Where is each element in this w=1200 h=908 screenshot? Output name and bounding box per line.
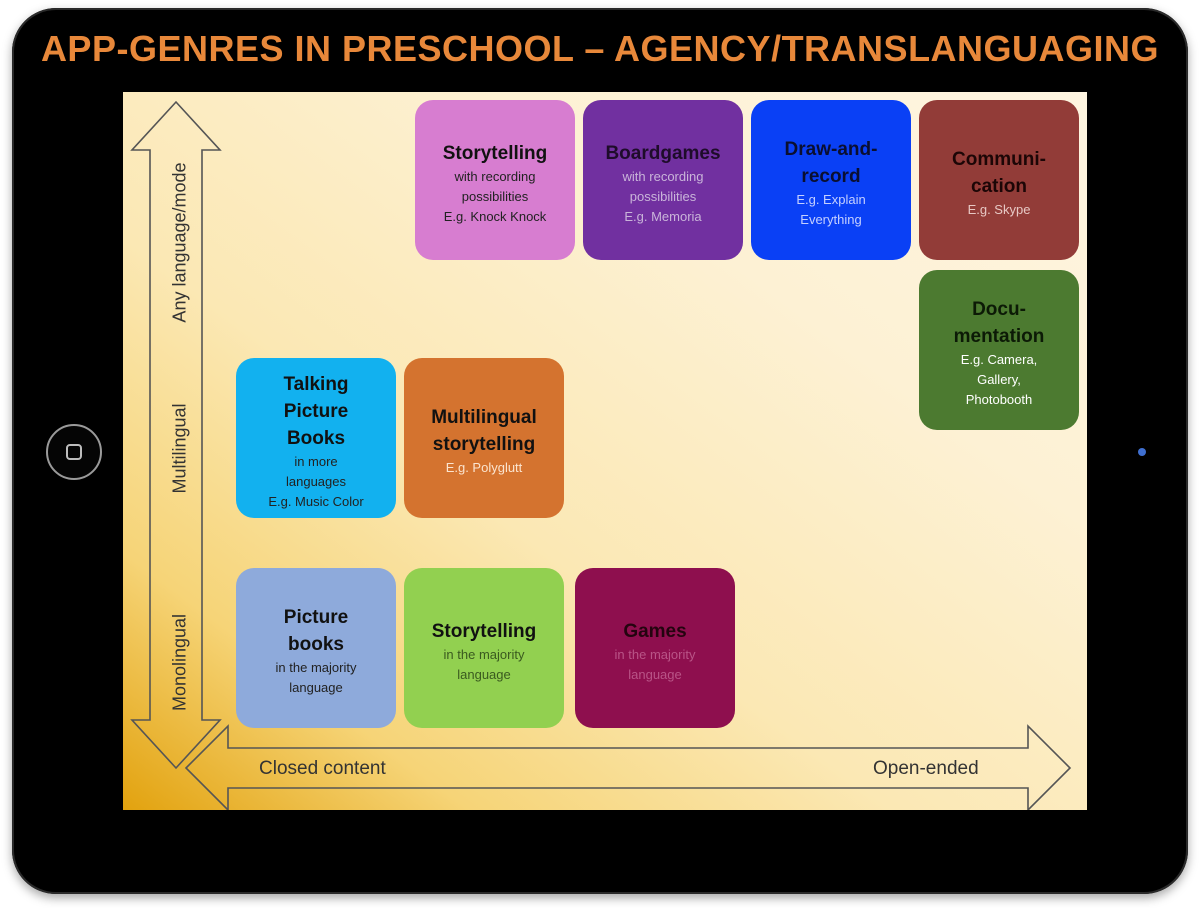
box-documentation: Docu- mentation E.g. Camera, Gallery, Ph… (919, 270, 1079, 430)
box-title: Talking (283, 373, 349, 395)
x-label-closed-content: Closed content (259, 758, 386, 779)
box-subtitle: Gallery, (977, 372, 1021, 387)
box-title: cation (971, 176, 1027, 197)
box-subtitle: E.g. Skype (967, 202, 1031, 217)
box-subtitle: Photobooth (965, 392, 1033, 407)
box-subtitle: E.g. Explain (796, 192, 866, 207)
box-subtitle: in the majority (275, 660, 357, 675)
box-subtitle: possibilities (629, 188, 697, 204)
box-subtitle: language (289, 680, 343, 695)
home-square-icon (66, 444, 82, 460)
box-title: Multilingual (431, 407, 537, 428)
box-subtitle: Everything (800, 212, 862, 227)
box-subtitle: in the majority (614, 646, 696, 662)
page-title: APP-GENRES IN PRESCHOOL – AGENCY/TRANSLA… (40, 28, 1160, 69)
box-title: Books (286, 427, 346, 449)
box-title: storytelling (432, 434, 536, 455)
box-subtitle: with recording (454, 168, 536, 184)
box-subtitle: E.g. Camera, (960, 352, 1038, 367)
y-label-monolingual: Monolingual (169, 613, 190, 712)
box-multilingual-storytelling: Multilingual storytelling E.g. Polyglutt (404, 358, 564, 518)
box-subtitle: possibilities (461, 188, 529, 204)
box-title: Storytelling (442, 142, 548, 164)
box-title: Draw-and- (784, 139, 878, 160)
home-button[interactable] (46, 424, 102, 480)
box-subtitle: in more (294, 453, 338, 469)
box-subtitle: language (628, 666, 682, 682)
box-subtitle: languages (286, 473, 346, 489)
axes-arrows (130, 100, 1072, 810)
x-label-open-ended: Open-ended (873, 758, 979, 779)
box-talking-picture-books: Talking Picture Books in more languages … (236, 358, 396, 518)
box-title: Games (623, 620, 687, 642)
box-title: Storytelling (431, 620, 537, 642)
box-subtitle: with recording (622, 168, 704, 184)
horizontal-axis-arrow (184, 724, 1072, 810)
box-title: record (801, 166, 861, 187)
box-title: Picture (283, 607, 349, 628)
y-label-any-language: Any language/mode (169, 162, 190, 323)
box-subtitle: language (457, 666, 511, 682)
box-boardgames: Boardgames with recording possibilities … (583, 100, 743, 260)
vertical-axis-arrow (130, 100, 222, 770)
box-title: Picture (283, 400, 349, 422)
box-picture-books: Picture books in the majority language (236, 568, 396, 728)
box-games: Games in the majority language (575, 568, 735, 728)
box-subtitle: E.g. Knock Knock (443, 208, 547, 224)
y-label-multilingual: Multilingual (169, 403, 190, 494)
box-subtitle: E.g. Music Color (268, 493, 364, 509)
box-storytelling-majority: Storytelling in the majority language (404, 568, 564, 728)
box-title: books (288, 634, 344, 655)
box-draw-and-record: Draw-and- record E.g. Explain Everything (751, 100, 911, 260)
camera-dot (1138, 448, 1146, 456)
box-communication: Communi- cation E.g. Skype (919, 100, 1079, 260)
diagram-canvas: Monolingual Multilingual Any language/mo… (123, 92, 1087, 810)
box-subtitle: E.g. Memoria (624, 208, 702, 224)
box-title: Boardgames (605, 142, 721, 164)
box-subtitle: in the majority (443, 646, 525, 662)
box-title: Communi- (952, 149, 1046, 170)
box-title: mentation (953, 326, 1045, 347)
box-storytelling-recording: Storytelling with recording possibilitie… (415, 100, 575, 260)
box-title: Docu- (972, 299, 1026, 320)
box-subtitle: E.g. Polyglutt (445, 460, 523, 475)
